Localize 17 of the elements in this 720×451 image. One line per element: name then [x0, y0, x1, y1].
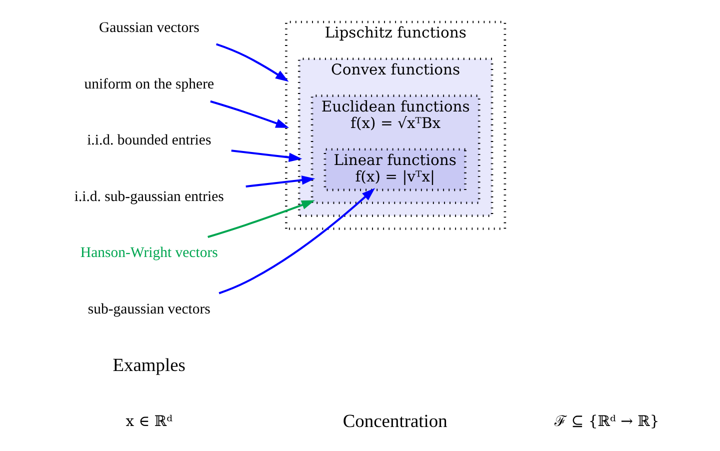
node-text: i.i.d. sub-gaussian entries	[74, 188, 224, 205]
label: ℱ ⊆ {ℝᵈ → ℝ}	[554, 413, 659, 430]
arrow	[218, 188, 375, 294]
node-text: uniform on the sphere	[84, 76, 214, 92]
node-text: Hanson-Wright vectors	[80, 245, 218, 262]
label: x ∈ ℝᵈ	[125, 413, 172, 430]
node-text: Gaussian vectors	[98, 20, 199, 36]
arrow	[207, 200, 314, 238]
arrow	[230, 150, 302, 162]
node-box: Linear functions f(x) = |vᵀx|	[323, 148, 466, 192]
arrow	[215, 43, 288, 82]
label: Examples	[112, 354, 185, 375]
node-text: i.i.d. bounded entries	[86, 132, 211, 149]
arrow	[210, 100, 289, 128]
label: Concentration	[342, 411, 447, 432]
arrow	[245, 176, 315, 188]
node-text: sub-gaussian vectors	[87, 301, 210, 318]
